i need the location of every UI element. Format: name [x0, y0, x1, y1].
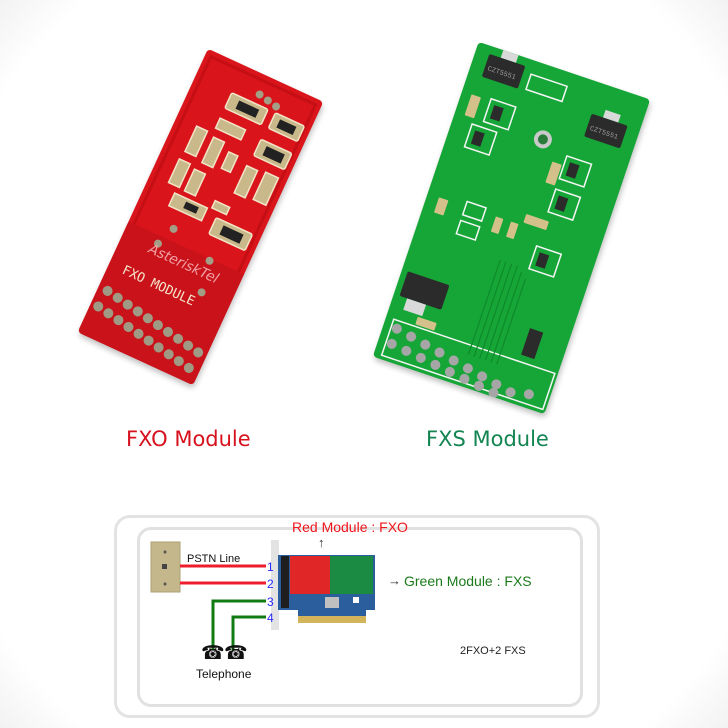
fxo-module-caption: FXO Module [126, 427, 251, 451]
pstn-line-label: PSTN Line [187, 553, 241, 565]
fxs-board-graphic: CZT5551 CZT5551 [380, 50, 628, 411]
fxs-module-caption: FXS Module [426, 427, 549, 451]
telephone-label: Telephone [196, 667, 252, 681]
model-config-label: 2FXO+2 FXS [460, 645, 526, 657]
fxs-module-board-image: CZT5551 CZT5551 [372, 41, 651, 415]
telephone-icon: ☎ [224, 643, 248, 664]
green-module-label: Green Module : FXS [404, 573, 532, 589]
red-module-label: Red Module : FXO [292, 519, 408, 535]
port-number-2: 2 [267, 577, 274, 591]
diagram-frame-outer [114, 515, 600, 718]
port-number-1: 1 [267, 560, 274, 574]
port-number-4: 4 [267, 611, 274, 625]
right-arrow-icon: → [388, 573, 401, 588]
fxo-module-board-image: AsteriskTel FXO MODULE [77, 48, 324, 386]
telephone-icon: ☎ [201, 643, 225, 664]
up-arrow-icon: ↑ [318, 535, 325, 550]
fxo-board-graphic: AsteriskTel FXO MODULE [77, 54, 318, 386]
port-number-3: 3 [267, 595, 274, 609]
diagram-frame-inner [137, 527, 583, 707]
